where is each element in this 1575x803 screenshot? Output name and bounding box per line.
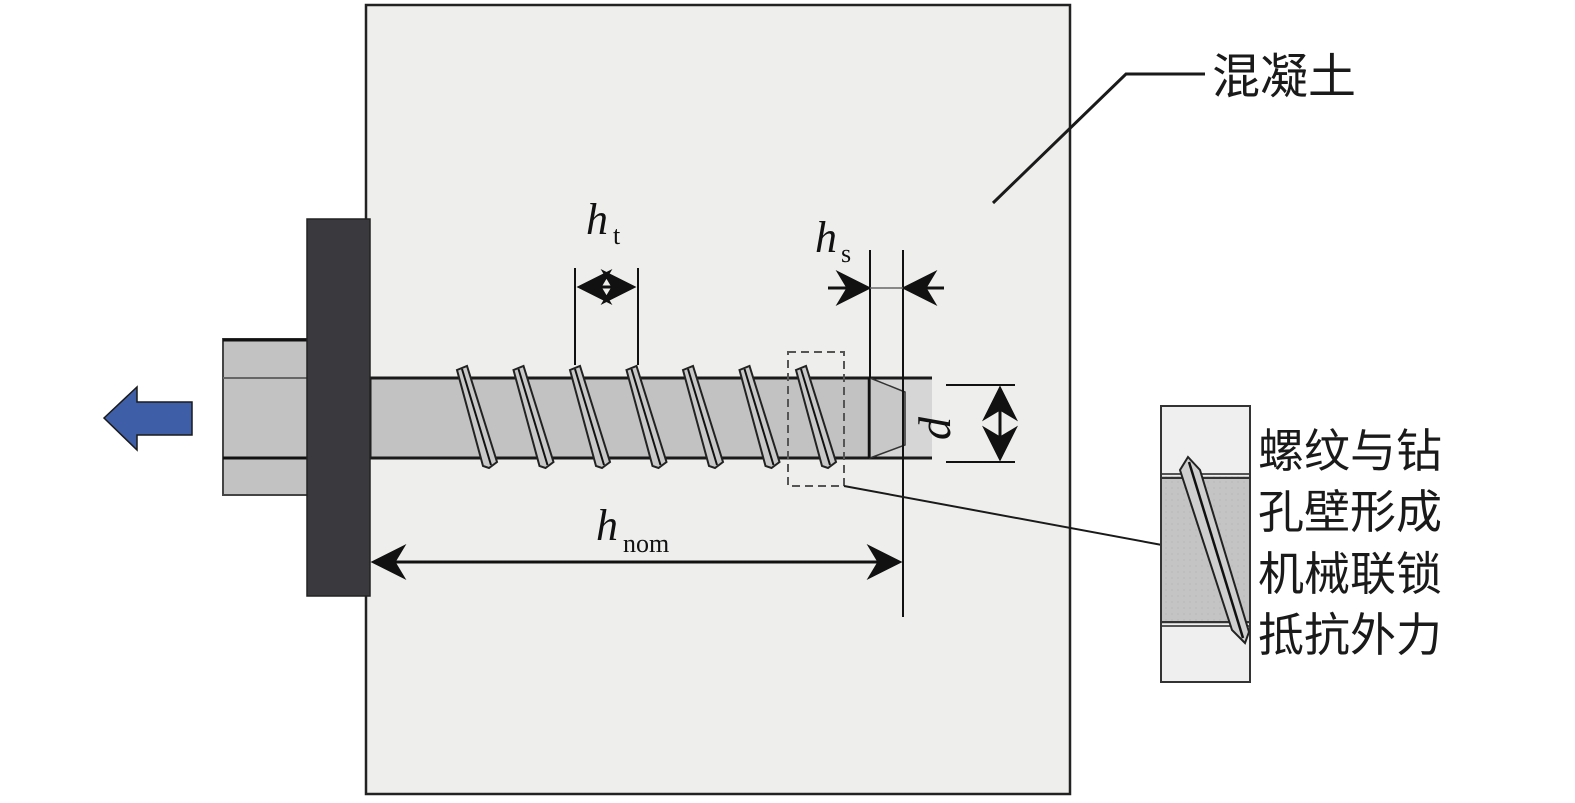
- pull-out-force-arrow-icon: [102, 385, 193, 452]
- hs-label: h: [815, 213, 837, 262]
- screw-tip-cone: [869, 376, 906, 460]
- callout-text: 螺纹与钻 孔壁形成 机械联锁 抵抗外力: [1258, 424, 1442, 662]
- d-label: d: [909, 416, 960, 440]
- ht-subscript: t: [613, 221, 621, 250]
- callout-line-4: 抵抗外力: [1258, 608, 1442, 662]
- thread-7: [794, 364, 838, 470]
- concrete-label: 混凝土: [1212, 49, 1356, 105]
- callout-line-3: 机械联锁: [1258, 547, 1442, 601]
- thread-1: [455, 364, 499, 470]
- thread-5: [681, 364, 725, 470]
- callout-line-2: 孔壁形成: [1258, 485, 1442, 539]
- concrete-leader-line: [991, 72, 1205, 205]
- screw-shank: [368, 376, 872, 460]
- thread-3: [568, 364, 612, 470]
- detail-leader-line: [843, 485, 1163, 546]
- thread-detail-inset: [1160, 405, 1251, 683]
- detail-highlight-box: [787, 351, 845, 487]
- anchor-head: [222, 338, 314, 496]
- hnom-subscript: nom: [623, 529, 669, 558]
- screw-threads: [455, 364, 838, 470]
- thread-6: [738, 364, 781, 470]
- callout-line-1: 螺纹与钻: [1258, 424, 1442, 478]
- thread-4: [625, 364, 668, 470]
- hs-subscript: s: [841, 239, 851, 268]
- thread-2: [512, 364, 555, 470]
- ht-label: h: [586, 195, 608, 244]
- base-plate: [306, 218, 371, 597]
- hnom-label: h: [596, 501, 618, 550]
